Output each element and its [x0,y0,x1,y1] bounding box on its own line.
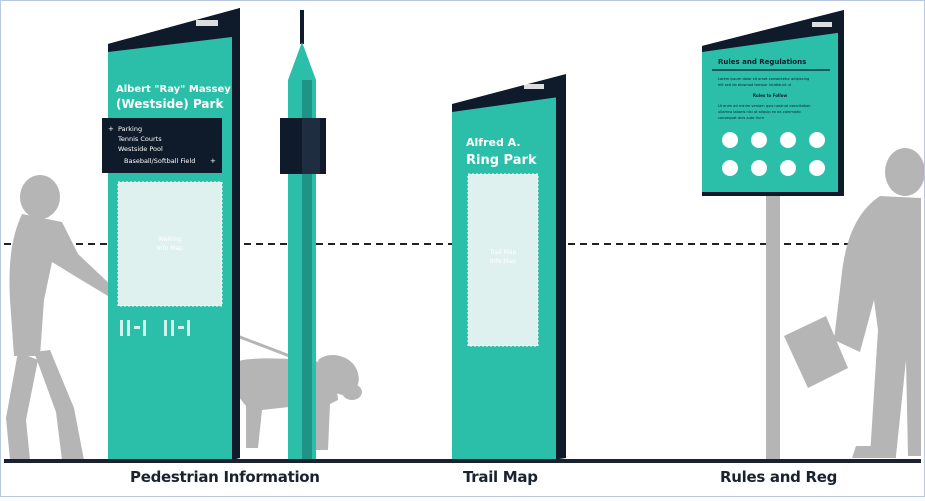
label-trail-map: Trail Map [463,468,538,486]
ground-line [4,459,921,463]
label-rules-and-reg: Rules and Reg [720,468,838,486]
rules-icon-grid [722,132,825,176]
directory-item-1: Parking [118,125,142,133]
rules-line-4: ullamco laboris nisi ut aliquip ex ea co… [718,110,801,114]
rules-sign-navy-top [702,10,844,52]
businessman-silhouette [784,148,925,458]
pedestrian-map-text-line1: Walking [158,236,182,243]
pedestrian-sign-title-line2: (Westside) Park [116,97,224,111]
pedestrian-map-panel [117,181,223,307]
trail-map-panel [467,173,539,347]
rules-icon-circle [809,160,825,176]
rules-sign: Rules and Regulations Lorem ipsum dolor … [702,10,844,460]
trail-map-sign: Alfred A. Ring Park Trail Map Info Map [452,74,566,460]
trail-map-text-line1: Trail Map [489,249,517,256]
pedestrian-sign-navy-top [108,8,240,52]
rules-line-1: Lorem ipsum dolor sit amet consectetur a… [718,77,809,81]
bollard-spike [300,10,304,44]
directory-arrow-icon: + [108,125,114,133]
rules-subtitle: Rules to Follow [753,93,788,98]
label-pedestrian-information: Pedestrian Information [130,468,320,486]
directory-item-4: Baseball/Softball Field [124,157,195,165]
bollard-band-highlight [302,118,320,174]
rules-sign-post [766,194,780,460]
bollard-pole [280,10,326,460]
pedestrian-footer-marks [120,320,190,336]
bollard-tip [288,42,316,80]
trail-map-text-line2: Info Map [490,258,516,265]
rules-icon-circle [809,132,825,148]
directory-panel [102,118,222,173]
trail-sign-title-line2: Ring Park [466,153,537,168]
directory-item-2: Tennis Courts [117,135,162,143]
directory-arrow-right-icon: + [210,157,216,165]
pedestrian-map-text-line2: Info Map [157,245,183,252]
trail-logo-mark [524,84,544,89]
rules-logo-mark [812,22,832,27]
directory-item-3: Westside Pool [118,145,163,153]
woman-silhouette [6,175,114,460]
rules-icon-circle [751,132,767,148]
trail-sign-navy-top [452,74,566,112]
trail-sign-title-line1: Alfred A. [466,136,521,149]
rules-icon-circle [751,160,767,176]
rules-line-5: consequat duis aute irure [718,116,765,120]
rules-icon-circle [780,132,796,148]
pedestrian-info-sign: Albert "Ray" Massey (Westside) Park Park… [102,8,240,460]
bollard-shade [302,80,312,460]
rules-icon-circle [780,160,796,176]
rules-sign-face [702,32,838,192]
pedestrian-sign-title-line1: Albert "Ray" Massey [116,84,231,95]
rules-sign-title: Rules and Regulations [718,58,806,66]
rules-line-3: Ut enim ad minim veniam quis nostrud exe… [718,104,811,108]
rules-icon-circle [722,160,738,176]
rules-icon-circle [722,132,738,148]
logo-mark [196,20,218,26]
rules-line-2: elit sed do eiusmod tempor incididunt ut [718,83,792,87]
